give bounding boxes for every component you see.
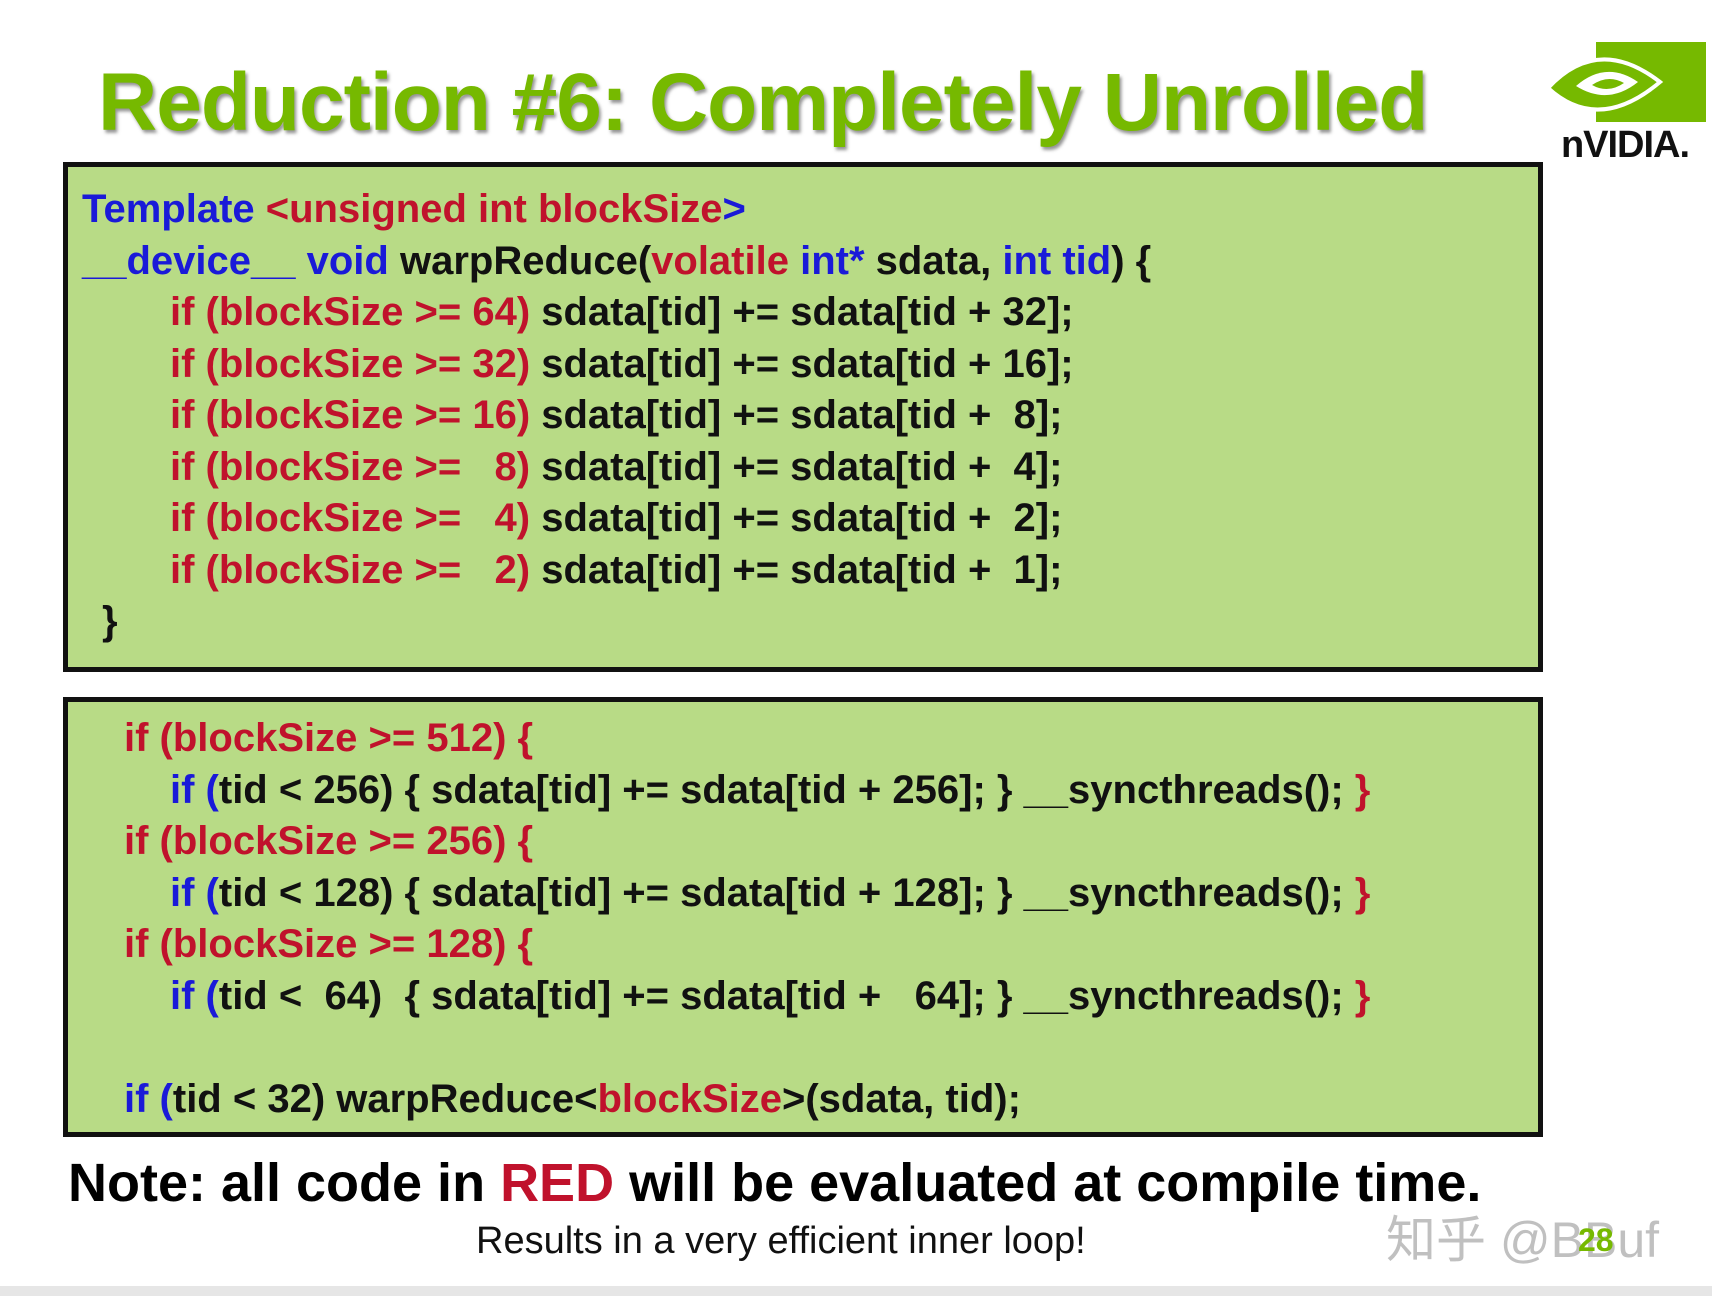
block-reduce-code-line: if (tid < 64) { sdata[tid] += sdata[tid … xyxy=(170,972,1370,1020)
warp-reduce-code-line: if (blockSize >= 4) sdata[tid] += sdata[… xyxy=(170,494,1062,542)
code-token: } xyxy=(1354,973,1371,1018)
block-reduce-code-line: if (tid < 32) warpReduce<blockSize>(sdat… xyxy=(124,1075,1021,1123)
nvidia-eye-icon xyxy=(1545,42,1706,122)
code-token: volatile xyxy=(651,238,801,283)
block-reduce-code-line: if (blockSize >= 256) { xyxy=(124,817,533,865)
code-token: sdata[tid] += sdata[tid + 1]; xyxy=(541,547,1063,592)
compile-time-note: Note: all code in RED will be evaluated … xyxy=(68,1152,1481,1214)
code-token: if (blockSize >= 8) xyxy=(170,444,542,489)
warp-reduce-code-line: } xyxy=(102,597,118,645)
code-token: if (blockSize >= 2) xyxy=(170,547,542,592)
code-token: if ( xyxy=(170,973,219,1018)
code-token: tid < 32) warpReduce< xyxy=(172,1076,598,1121)
block-reduce-code-line: if (tid < 256) { sdata[tid] += sdata[tid… xyxy=(170,766,1370,814)
warp-reduce-code-line: Template <unsigned int blockSize> xyxy=(82,185,746,233)
zhihu-watermark: 知乎 @BBuf xyxy=(1386,1212,1660,1268)
block-reduce-code-box: if (blockSize >= 512) {if (tid < 256) { … xyxy=(63,697,1543,1137)
code-token: > xyxy=(722,187,746,231)
code-token: if (blockSize >= 16) xyxy=(170,393,542,437)
warp-reduce-code-line: __device__ void warpReduce(volatile int*… xyxy=(82,237,1151,285)
code-token: tid < 128) { sdata[tid] += sdata[tid + 1… xyxy=(218,870,1355,915)
code-token: } xyxy=(102,599,118,643)
slide-title: Reduction #6: Completely Unrolled xyxy=(98,57,1428,148)
logo-wordmark: nVIDIA. xyxy=(1560,124,1690,166)
code-token: tid < 64) { sdata[tid] += sdata[tid + 64… xyxy=(218,973,1355,1018)
bottom-divider xyxy=(0,1286,1712,1296)
warp-reduce-code-box: Template <unsigned int blockSize>__devic… xyxy=(63,162,1543,672)
code-token: sdata[tid] += sdata[tid + 4]; xyxy=(541,444,1063,489)
block-reduce-code-line: if (blockSize >= 512) { xyxy=(124,714,533,762)
code-token: int tid xyxy=(1002,238,1112,283)
code-token: warpReduce( xyxy=(399,238,652,283)
warp-reduce-code-line: if (blockSize >= 16) sdata[tid] += sdata… xyxy=(170,391,1062,439)
block-reduce-code-line: if (tid < 128) { sdata[tid] += sdata[tid… xyxy=(170,869,1370,917)
warp-reduce-code-line: if (blockSize >= 64) sdata[tid] += sdata… xyxy=(170,288,1074,336)
note-suffix: will be evaluated at compile time. xyxy=(614,1153,1482,1213)
warp-reduce-code-line: if (blockSize >= 2) sdata[tid] += sdata[… xyxy=(170,546,1062,594)
code-token: tid < 256) { sdata[tid] += sdata[tid + 2… xyxy=(218,767,1355,812)
page-number: 28 xyxy=(1578,1222,1614,1258)
code-token: if ( xyxy=(124,1076,173,1121)
code-token: if (blockSize >= 4) xyxy=(170,496,542,540)
warp-reduce-code-line: if (blockSize >= 32) sdata[tid] += sdata… xyxy=(170,340,1074,388)
results-subtitle: Results in a very efficient inner loop! xyxy=(476,1220,1086,1262)
code-token: sdata, xyxy=(875,238,1003,283)
code-token: if (blockSize >= 256) { xyxy=(124,819,534,863)
code-token: sdata[tid] += sdata[tid + 16]; xyxy=(541,341,1074,386)
code-token: sdata[tid] += sdata[tid + 32]; xyxy=(541,290,1074,334)
code-token: sdata[tid] += sdata[tid + 8]; xyxy=(541,393,1063,437)
code-token: blockSize xyxy=(597,1076,782,1121)
code-token: >(sdata, tid); xyxy=(781,1076,1021,1121)
code-token: if (blockSize >= 64) xyxy=(170,290,542,334)
code-token: int* xyxy=(800,238,876,283)
note-highlight: RED xyxy=(500,1153,615,1213)
code-token: if ( xyxy=(170,767,219,812)
code-token: } xyxy=(1354,870,1371,915)
code-token: } xyxy=(1354,767,1371,812)
warp-reduce-code-line: if (blockSize >= 8) sdata[tid] += sdata[… xyxy=(170,443,1062,491)
code-token: __device__ void xyxy=(82,238,400,283)
code-token: sdata[tid] += sdata[tid + 2]; xyxy=(541,496,1063,540)
code-token: Template xyxy=(82,187,266,231)
code-token: if ( xyxy=(170,870,219,915)
code-token: ) { xyxy=(1111,238,1152,283)
code-token: if (blockSize >= 512) { xyxy=(124,716,534,760)
code-token: if (blockSize >= 128) { xyxy=(124,922,534,966)
code-token: <unsigned int blockSize xyxy=(265,187,723,231)
code-token: if (blockSize >= 32) xyxy=(170,341,542,386)
note-prefix: Note: all code in xyxy=(68,1153,501,1213)
nvidia-logo: nVIDIA. xyxy=(1538,38,1712,168)
block-reduce-code-line: if (blockSize >= 128) { xyxy=(124,920,533,968)
